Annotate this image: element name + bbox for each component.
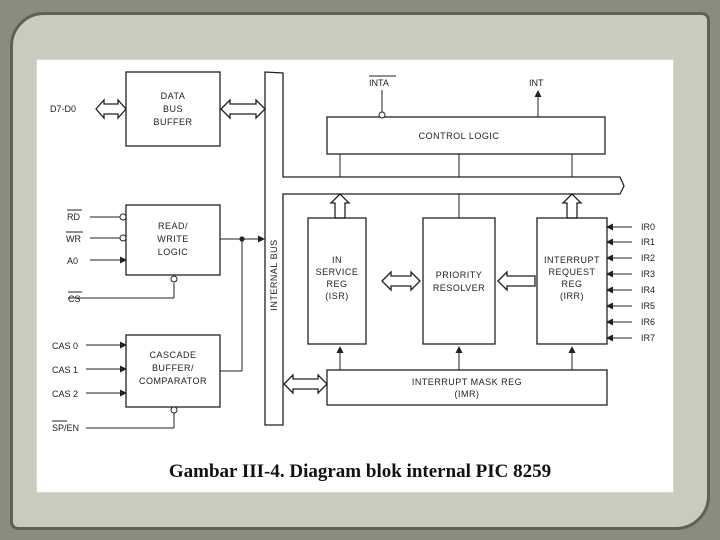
signal-inta: INTA bbox=[369, 78, 389, 88]
isr-label-1: IN bbox=[332, 255, 342, 265]
isr-label-3: REG bbox=[326, 279, 347, 289]
signal-a0: A0 bbox=[67, 256, 78, 266]
data-bus-buffer-label-1: DATA bbox=[161, 91, 186, 101]
data-bus-buffer-label-2: BUS bbox=[163, 104, 183, 114]
priority-resolver-label-1: PRIORITY bbox=[436, 270, 483, 280]
control-logic-label: CONTROL LOGIC bbox=[419, 131, 500, 141]
signal-cs: CS bbox=[68, 294, 81, 304]
signal-cas0: CAS 0 bbox=[52, 341, 78, 351]
signal-cas1: CAS 1 bbox=[52, 365, 78, 375]
buffer-bus-double-arrow bbox=[220, 98, 266, 120]
signal-ir2: IR2 bbox=[641, 253, 655, 263]
cascade-buffer-label-2: BUFFER/ bbox=[152, 363, 194, 373]
signal-ir0: IR0 bbox=[641, 222, 655, 232]
signal-ir6: IR6 bbox=[641, 317, 655, 327]
signal-int: INT bbox=[529, 78, 544, 88]
slide-content bbox=[37, 60, 673, 492]
internal-bus-label: INTERNAL BUS bbox=[269, 239, 279, 310]
d7-d0-double-arrow bbox=[95, 98, 127, 120]
isr-label-4: (ISR) bbox=[325, 291, 349, 301]
signal-cas2: CAS 2 bbox=[52, 389, 78, 399]
read-write-logic-label-3: LOGIC bbox=[158, 247, 189, 257]
signal-sp-en: SP/EN bbox=[52, 423, 79, 433]
imr-box bbox=[326, 369, 608, 406]
signal-ir1: IR1 bbox=[641, 237, 655, 247]
figure-caption: Gambar III-4. Diagram blok internal PIC … bbox=[168, 461, 552, 482]
priority-resolver-label-2: RESOLVER bbox=[433, 283, 485, 293]
signal-ir4: IR4 bbox=[641, 285, 655, 295]
irr-label-3: REG bbox=[561, 279, 582, 289]
imr-label-2: (IMR) bbox=[455, 389, 480, 399]
bus-imr-double-arrow bbox=[283, 373, 328, 395]
data-bus-buffer-label-3: BUFFER bbox=[154, 117, 193, 127]
imr-label-1: INTERRUPT MASK REG bbox=[412, 377, 522, 387]
internal-bus bbox=[264, 71, 625, 426]
read-write-logic-label-1: READ/ bbox=[158, 221, 188, 231]
signal-d7-d0: D7-D0 bbox=[50, 104, 76, 114]
signal-rd: RD bbox=[67, 212, 80, 222]
priority-resolver-box bbox=[422, 217, 496, 345]
signal-ir5: IR5 bbox=[641, 301, 655, 311]
isr-up-arrow bbox=[329, 193, 351, 219]
irr-label-1: INTERRUPT bbox=[544, 255, 600, 265]
cascade-buffer-label-1: CASCADE bbox=[149, 350, 196, 360]
cascade-buffer-label-3: COMPARATOR bbox=[139, 376, 207, 386]
isr-pr-double-arrow bbox=[381, 270, 421, 292]
read-write-logic-box bbox=[125, 204, 221, 276]
isr-label-2: SERVICE bbox=[316, 267, 359, 277]
irr-label-2: REQUEST bbox=[548, 267, 595, 277]
signal-wr: WR bbox=[66, 234, 81, 244]
signal-ir3: IR3 bbox=[641, 269, 655, 279]
read-write-logic-label-2: WRITE bbox=[157, 234, 189, 244]
irr-up-arrow bbox=[561, 193, 583, 219]
irr-label-4: (IRR) bbox=[560, 291, 584, 301]
signal-ir7: IR7 bbox=[641, 333, 655, 343]
irr-pr-arrow bbox=[497, 270, 536, 292]
control-logic-box bbox=[326, 116, 606, 155]
